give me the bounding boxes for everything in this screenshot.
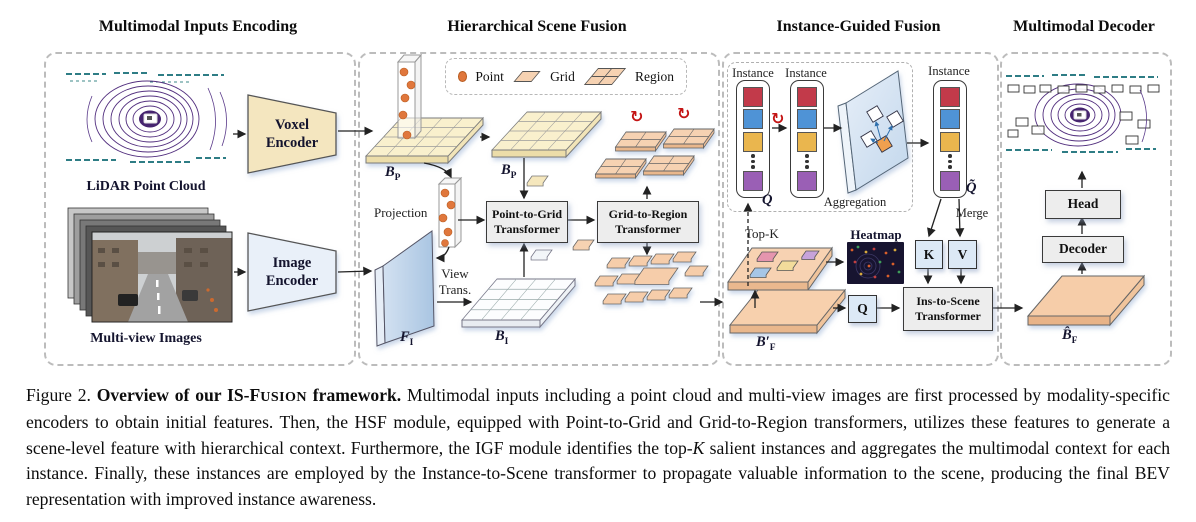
caption-italic-k: K <box>692 437 705 458</box>
value-box: V <box>948 240 977 269</box>
bp2-label: BP <box>501 162 517 181</box>
bp1-label: BP <box>385 164 401 183</box>
instance-token-purple <box>743 171 763 191</box>
fi-label: FI <box>400 329 414 348</box>
instance-token-blue <box>743 109 763 130</box>
legend-point-label: Point <box>475 68 504 84</box>
rotate-icon: ↻ <box>630 107 644 126</box>
head-box: Head <box>1045 190 1121 219</box>
voxel-encoder-label: Voxel Encoder <box>265 116 319 151</box>
rotate-icon: ↻ <box>771 109 785 128</box>
section-box-encoding <box>44 52 356 366</box>
bpf-label: B′F <box>756 334 776 353</box>
rotate-icon: ↻ <box>677 104 691 123</box>
ellipsis-icon <box>805 154 809 169</box>
instance-token-blue <box>797 109 817 130</box>
legend: Point Grid Region <box>445 58 687 95</box>
caption-bold: Overview of our IS-FUSION framework. <box>96 385 402 405</box>
instance-queries-q <box>736 80 770 198</box>
bi-label: BI <box>495 328 509 347</box>
heatmap-label: Heatmap <box>850 227 902 242</box>
figure-number: Figure 2. <box>26 385 91 405</box>
ellipsis-icon <box>948 154 952 169</box>
aggregation-label: Aggregation <box>823 195 887 209</box>
instance-token-blue <box>940 109 960 130</box>
ins-to-scene-transformer: Ins-to-Scene Transformer <box>903 287 993 331</box>
instance-token-yellow <box>940 131 960 152</box>
caption-body-2: salient instances and aggregates the mul… <box>26 437 1171 509</box>
key-box: K <box>915 240 943 269</box>
header-decoder: Multimodal Decoder <box>1013 18 1155 35</box>
section-box-igf <box>722 52 999 366</box>
projection-label: Projection <box>374 205 428 220</box>
lidar-caption: LiDAR Point Cloud <box>86 179 206 194</box>
point-icon <box>458 71 468 82</box>
instance2-label: Instance <box>785 66 827 80</box>
instance-token-yellow <box>797 131 817 152</box>
header-hsf: Hierarchical Scene Fusion <box>447 18 627 35</box>
instance1-label: Instance <box>732 66 774 80</box>
aggregation-dashed-box <box>727 62 913 212</box>
legend-grid-label: Grid <box>550 68 575 84</box>
instance-token-red <box>797 87 817 107</box>
header-encoding: Multimodal Inputs Encoding <box>98 18 298 35</box>
merge-label: Merge <box>955 206 989 220</box>
grid-to-region-transformer: Grid-to-Region Transformer <box>597 201 699 243</box>
grid-icon <box>513 71 541 82</box>
ellipsis-icon <box>751 154 755 169</box>
view-trans-label: View Trans. <box>438 266 472 297</box>
caption-body-1: Multimodal inputs including a point clou… <box>26 385 1170 458</box>
multiview-caption: Multi-view Images <box>90 331 202 346</box>
topk-label: Top-K <box>745 226 779 241</box>
q-tilde-label: Q̃ <box>966 180 977 196</box>
figure-caption: Figure 2. Overview of our IS-FUSION fram… <box>26 383 1170 512</box>
instance-token-purple <box>797 171 817 191</box>
legend-region-label: Region <box>635 68 675 84</box>
decoder-box: Decoder <box>1042 236 1124 263</box>
query-box: Q <box>848 295 877 323</box>
instance-token-yellow <box>743 131 763 152</box>
section-box-decoder <box>1000 52 1172 366</box>
instance-token-red <box>940 87 960 107</box>
q-label: Q <box>762 192 773 208</box>
point-to-grid-transformer: Point-to-Grid Transformer <box>486 201 568 243</box>
instance-queries-qtilde <box>933 80 967 198</box>
instance-queries-shifted <box>790 80 824 198</box>
section-box-hsf <box>358 52 720 366</box>
region-icon <box>583 68 627 85</box>
instance-token-red <box>743 87 763 107</box>
header-igf: Instance-Guided Fusion <box>776 18 941 35</box>
instance3-label: Instance <box>928 64 970 78</box>
bf-label: B̂F <box>1062 327 1078 346</box>
instance-token-purple <box>940 171 960 191</box>
image-encoder-label: Image Encoder <box>265 254 319 289</box>
